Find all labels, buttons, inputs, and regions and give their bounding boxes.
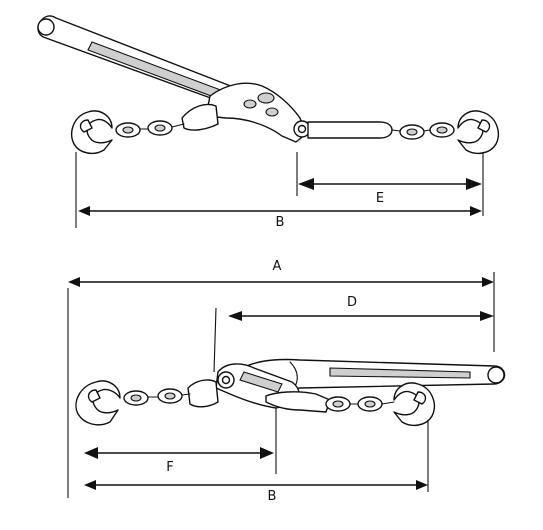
binder-open-left-barrel — [187, 379, 219, 408]
dimension-F — [84, 447, 274, 459]
binder-left-barrel — [181, 103, 219, 131]
binder-open-view — [75, 358, 506, 427]
binder-handle — [37, 15, 247, 109]
extension-line-bottom-d-start — [213, 307, 217, 373]
binder-open-right-hook — [393, 382, 436, 427]
binder-left-chain — [115, 120, 185, 138]
label-B-top: B — [276, 215, 285, 230]
dimension-A — [68, 277, 494, 287]
dimension-B-bottom — [84, 480, 428, 490]
binder-lever-body — [205, 82, 311, 143]
binder-left-hook — [70, 110, 113, 155]
binder-right-hook — [457, 110, 500, 155]
label-D: D — [347, 295, 357, 310]
label-B-bottom: B — [268, 489, 277, 504]
binder-open-left-chain — [123, 388, 191, 406]
dimension-E — [298, 178, 482, 190]
binder-right-tube — [307, 121, 393, 139]
dimension-D — [228, 311, 494, 321]
dimension-B-top — [78, 206, 482, 216]
label-A: A — [273, 259, 282, 274]
label-E: E — [376, 191, 384, 206]
label-F: F — [166, 460, 173, 475]
binder-closed-view — [37, 15, 500, 155]
binder-open-lower-arm — [265, 391, 331, 413]
binder-right-chain — [391, 122, 455, 140]
binder-open-left-hook — [75, 380, 121, 426]
binder-open-handle — [235, 358, 506, 397]
binder-open-right-chain — [325, 396, 395, 412]
